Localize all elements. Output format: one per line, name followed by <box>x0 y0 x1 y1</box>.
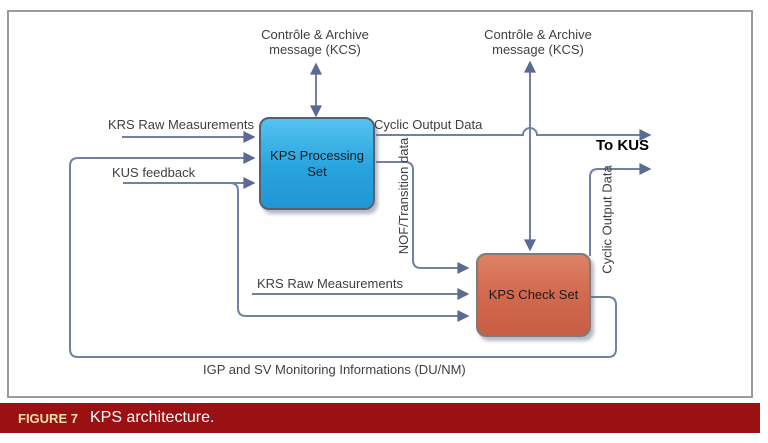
kps-processing-set-box: KPS Processing Set <box>259 117 375 210</box>
arrow-cyclic-output-top <box>376 127 652 141</box>
figure-caption-number: FIGURE 7 <box>18 410 78 426</box>
label-kus-feedback: KUS feedback <box>112 165 196 180</box>
kps-check-set-box: KPS Check Set <box>476 253 591 337</box>
arrow-nof-transition <box>376 161 470 274</box>
label-igp-sv-monitoring: IGP and SV Monitoring Informations (DU/N… <box>203 362 466 377</box>
figure-caption-text: KPS architecture. <box>89 409 215 426</box>
kps-check-set-label: KPS Check Set <box>488 287 579 302</box>
arrow-cyclic-output-right <box>589 163 652 256</box>
label-krs-raw-bottom: KRS Raw Measurements <box>257 276 403 291</box>
arrow-igp-loop <box>69 152 617 358</box>
label-cyclic-output-right: Cyclic Output Data <box>599 165 615 274</box>
figure-border <box>7 10 753 398</box>
label-cyclic-output-top: Cyclic Output Data <box>374 117 483 132</box>
figure-caption-bar: FIGURE 7 KPS architecture. <box>0 403 760 433</box>
kps-processing-set-label: KPS Processing Set <box>270 147 364 179</box>
label-kcs-right: Contrôle & Archive message (KCS) <box>484 27 592 57</box>
label-krs-raw-top: KRS Raw Measurements <box>108 117 254 132</box>
label-nof-transition: NOF/Transition data <box>396 137 411 255</box>
label-kcs-left: Contrôle & Archive message (KCS) <box>261 27 369 57</box>
arrow-kus-branch-to-check <box>229 182 470 322</box>
label-to-kus: To KUS <box>596 137 650 154</box>
